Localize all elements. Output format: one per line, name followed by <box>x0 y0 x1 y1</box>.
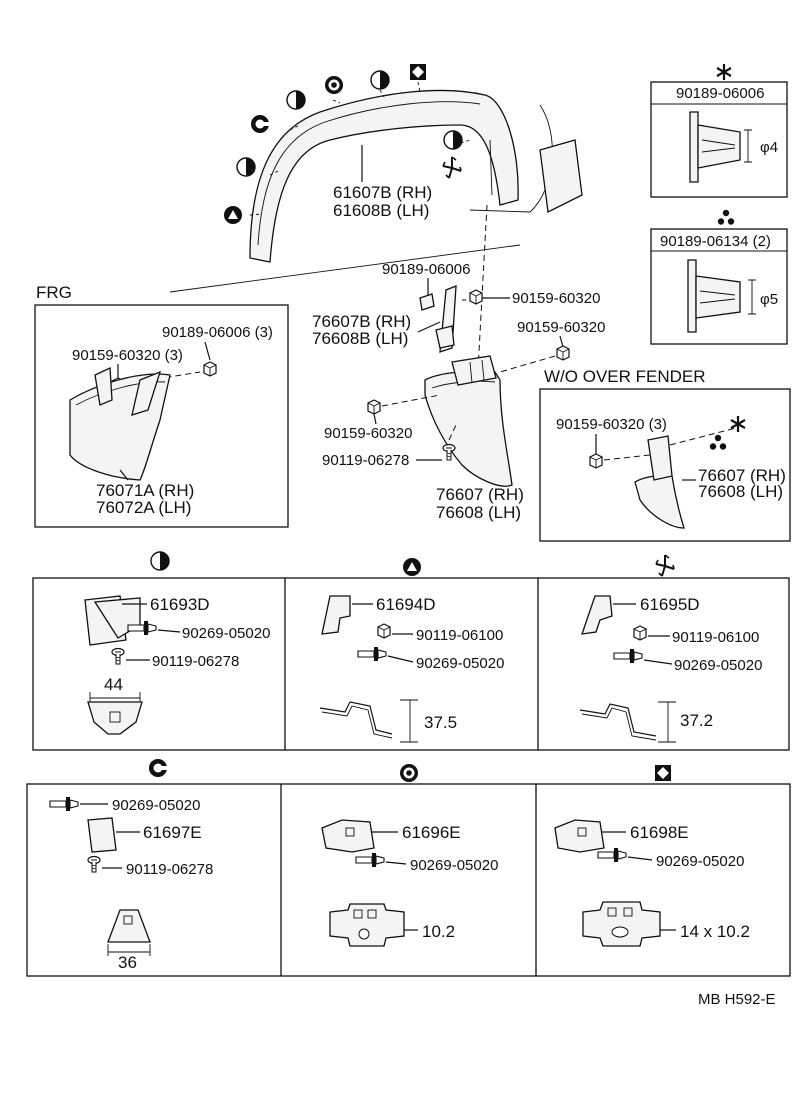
frg-title: FRG <box>36 283 72 302</box>
clip-dots-part-label: 90189-06134 (2) <box>660 233 771 250</box>
bracket-rh-label: 76607B (RH) <box>312 312 411 331</box>
detail4-dim-label: 36 <box>118 953 137 972</box>
three-dot-symbol-icon <box>717 209 735 225</box>
mudguard-lower-bolt-label: 90159-60320 <box>324 425 412 442</box>
frg-mudguard-rh-label: 76071A (RH) <box>96 481 194 500</box>
mudguard-lh-label: 76608 (LH) <box>436 503 521 522</box>
detail1-screw-label: 90119-06278 <box>152 653 239 670</box>
mudguard-rh-label: 76607 (RH) <box>436 485 524 504</box>
frg-clip-label: 90189-06006 (3) <box>162 324 273 341</box>
detail5-clip-label: 90269-05020 <box>410 857 498 874</box>
wo-mudguard-lh-label: 76608 (LH) <box>698 482 783 501</box>
frg-clip-icon <box>203 361 217 377</box>
ring-symbol-icon <box>325 76 343 94</box>
detail-6: 61698E 90269-05020 14 x 10.2 <box>554 819 750 947</box>
detail-5: 61696E 90269-05020 10.2 <box>321 819 498 947</box>
wo-title: W/O OVER FENDER <box>544 367 706 386</box>
wo-bolt-icon <box>589 453 603 469</box>
bracket-bolt-label: 90159-60320 <box>512 290 600 307</box>
detail3-clip-label: 90269-05020 <box>674 657 762 674</box>
frg-section: FRG 90189-06006 (3) 90159-60320 (3) 7607… <box>34 283 289 528</box>
mudguard-upper-bolt-label: 90159-60320 <box>517 319 605 336</box>
detail-row-2-frame <box>26 783 791 977</box>
detail-3: 61695D 90119-06100 90269-05020 37.2 <box>579 595 762 743</box>
detail2-bolt-label: 90119-06100 <box>416 627 503 644</box>
star-symbol-icon <box>715 62 733 82</box>
detail2-clip-icon <box>357 646 387 662</box>
detail6-clip-icon <box>597 847 627 863</box>
diamond-symbol-icon <box>655 765 671 781</box>
mudguard-screw-label: 90119-06278 <box>322 452 409 469</box>
wo-bolt-label: 90159-60320 (3) <box>556 416 667 433</box>
fender-rh-label: 61607B (RH) <box>333 183 432 202</box>
star-symbol-icon <box>729 414 747 434</box>
detail2-dim-label: 37.5 <box>424 713 457 732</box>
detail-4: 90269-05020 61697E 90119-06278 36 <box>49 796 213 972</box>
detail3-bolt-icon <box>633 625 647 641</box>
detail4-screw-label: 90119-06278 <box>126 861 213 878</box>
bracket-lh-label: 76608B (LH) <box>312 329 408 348</box>
clip-star-dim-label: φ4 <box>760 139 778 156</box>
detail1-dim-label: 44 <box>104 675 123 694</box>
frg-bolt-label: 90159-60320 (3) <box>72 347 183 364</box>
triangle-symbol-icon <box>403 558 421 576</box>
detail5-bracket-label: 61696E <box>402 823 461 842</box>
detail2-clip-label: 90269-05020 <box>416 655 504 672</box>
detail5-clip-icon <box>355 852 385 868</box>
three-dot-symbol-icon <box>709 434 727 450</box>
pin-symbol-icon <box>655 554 675 577</box>
main-mudguard-assembly: 90189-06006 90159-60320 76607B (RH) 7660… <box>312 261 605 522</box>
detail-row-1-frame <box>32 577 790 751</box>
half-circle-symbol-icon <box>370 70 390 90</box>
detail6-bracket-label: 61698E <box>630 823 689 842</box>
clip-star-part-label: 90189-06006 <box>676 85 764 102</box>
detail3-dim-label: 37.2 <box>680 711 713 730</box>
detail2-bracket-label: 61694D <box>376 595 436 614</box>
detail3-bracket-label: 61695D <box>640 595 700 614</box>
detail6-clip-label: 90269-05020 <box>656 853 744 870</box>
diamond-symbol-icon <box>410 64 426 80</box>
detail1-bracket-label: 61693D <box>150 595 210 614</box>
detail1-screw-icon <box>111 647 125 665</box>
detail3-bolt-label: 90119-06100 <box>672 629 759 646</box>
detail4-bracket-label: 61697E <box>143 823 202 842</box>
detail4-screw-icon <box>87 855 101 873</box>
clip-dots-box: 90189-06134 (2) φ5 <box>650 209 788 345</box>
detail3-clip-icon <box>613 648 643 664</box>
c-ring-symbol-icon <box>149 759 168 777</box>
half-circle-symbol-icon <box>150 551 170 571</box>
detail6-dim-label: 14 x 10.2 <box>680 922 750 941</box>
mudguard-upper-bolt-icon <box>556 345 570 361</box>
detail4-clip-label: 90269-05020 <box>112 797 200 814</box>
diagram-code: MB H592-E <box>698 991 776 1008</box>
ring-symbol-icon <box>400 764 418 782</box>
half-circle-symbol-icon <box>236 157 256 177</box>
clip-star-box: 90189-06006 φ4 <box>650 62 788 198</box>
bracket-clip-label: 90189-06006 <box>382 261 470 278</box>
bracket-bolt-icon <box>469 289 483 305</box>
detail4-clip-icon <box>49 796 79 812</box>
half-circle-symbol-icon <box>443 130 463 150</box>
detail-1: 61693D 90269-05020 90119-06278 44 <box>84 595 270 735</box>
half-circle-symbol-icon <box>286 90 306 110</box>
mudguard-lower-bolt-icon <box>367 399 381 415</box>
clip-dots-dim-label: φ5 <box>760 291 778 308</box>
c-ring-symbol-icon <box>251 115 270 133</box>
fender-lh-label: 61608B (LH) <box>333 201 429 220</box>
fender-assembly: 61607B (RH) 61608B (LH) <box>169 64 583 371</box>
detail-2: 61694D 90119-06100 90269-05020 37.5 <box>319 595 504 743</box>
triangle-symbol-icon <box>224 206 242 224</box>
frg-mudguard-lh-label: 76072A (LH) <box>96 498 191 517</box>
wo-mudguard-rh-label: 76607 (RH) <box>698 466 786 485</box>
detail5-dim-label: 10.2 <box>422 922 455 941</box>
without-over-fender-section: W/O OVER FENDER 90159-60320 (3) 76607 (R… <box>539 367 791 542</box>
detail1-clip-label: 90269-05020 <box>182 625 270 642</box>
detail2-bolt-icon <box>377 623 391 639</box>
pin-symbol-icon <box>442 156 462 179</box>
